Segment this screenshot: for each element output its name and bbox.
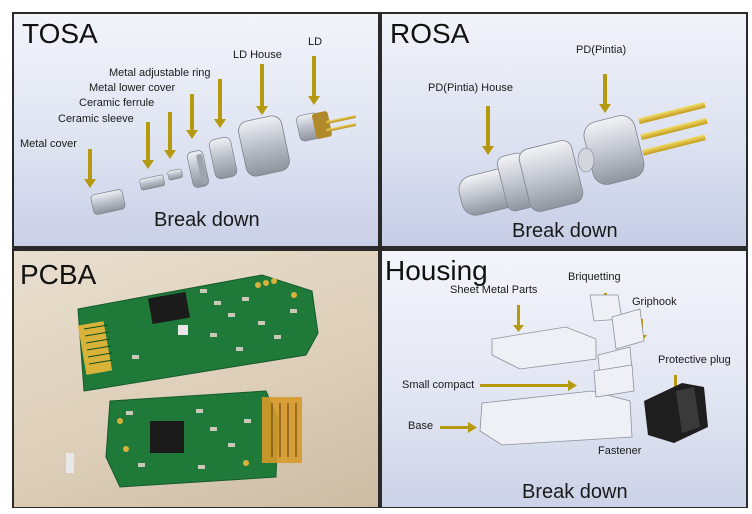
tosa-panel: TOSA Metal cover Ceramic sleeve Ceramic … [14, 14, 378, 246]
pcb-board-top [77, 274, 319, 392]
tosa-arrows [84, 56, 320, 188]
label-briquetting: Briquetting [568, 271, 621, 283]
label-pd-house: PD(Pintia) House [428, 82, 513, 94]
label-metal-adjustable-ring: Metal adjustable ring [109, 67, 211, 79]
label-metal-lower-cover: Metal lower cover [89, 82, 176, 94]
housing-components [479, 294, 645, 446]
label-griphook: Griphook [632, 296, 677, 308]
rosa-arrows [482, 74, 611, 155]
label-fastener: Fastener [598, 445, 642, 457]
pcba-title: PCBA [20, 259, 97, 290]
rosa-exploded-diagram [458, 74, 708, 216]
label-base: Base [408, 420, 434, 432]
rosa-caption: Break down [512, 220, 618, 242]
housing-caption: Break down [522, 481, 628, 503]
protective-plug-shape [644, 383, 708, 443]
label-ceramic-sleeve: Ceramic sleeve [58, 113, 134, 125]
pcba-panel: PCBA [14, 251, 378, 507]
rosa-title: ROSA [390, 18, 470, 49]
label-protective-plug: Protective plug [658, 354, 731, 366]
label-ceramic-ferrule: Ceramic ferrule [79, 97, 155, 109]
tosa-exploded-diagram [84, 56, 357, 215]
pcb-board-bottom [66, 390, 302, 488]
tosa-components [90, 111, 357, 215]
tosa-title: TOSA [22, 18, 98, 49]
label-sheet-metal-parts: Sheet Metal Parts [450, 284, 538, 296]
rosa-panel: ROSA PD(Pintia) House PD(Pintia) Break d… [382, 14, 746, 246]
label-ld: LD [308, 36, 323, 48]
label-ld-house: LD House [233, 49, 282, 61]
tosa-caption: Break down [154, 209, 260, 231]
label-small-compact: Small compact [402, 379, 475, 391]
housing-panel: Housing Sheet Metal Parts Briquetting Gr… [382, 251, 746, 507]
pcba-photo [66, 274, 319, 488]
label-pd: PD(Pintia) [576, 44, 627, 56]
rosa-components [458, 101, 708, 216]
housing-title: Housing [385, 255, 488, 286]
housing-exploded-diagram [440, 293, 708, 446]
label-metal-cover: Metal cover [20, 138, 77, 150]
